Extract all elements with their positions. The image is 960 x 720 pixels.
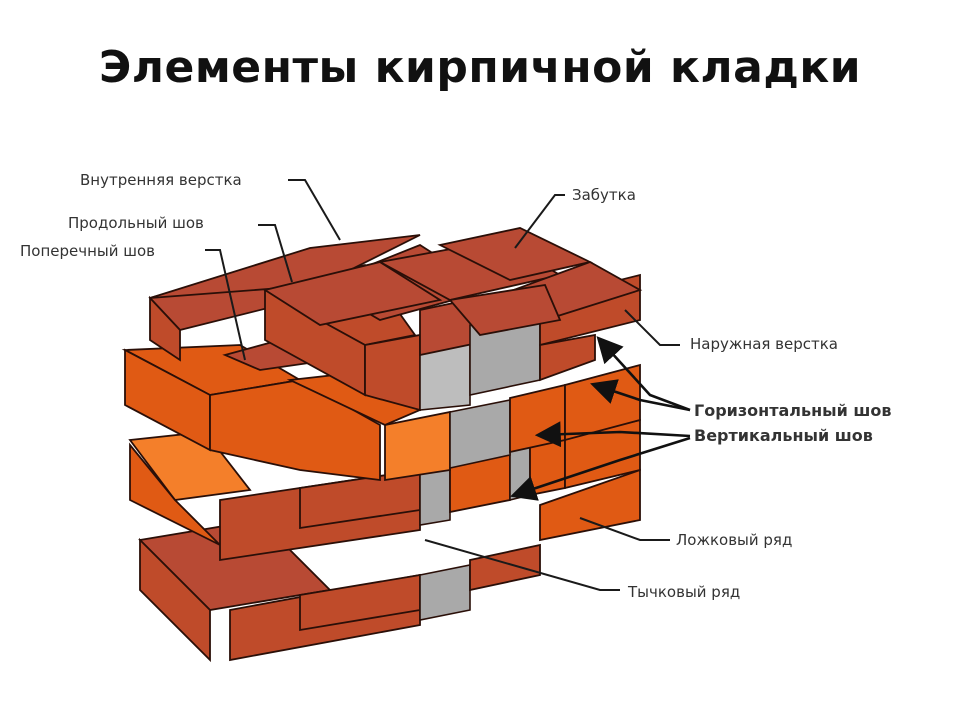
- label-header-row: Тычковый ряд: [627, 583, 740, 601]
- page-title: Элементы кирпичной кладки: [98, 42, 862, 93]
- label-horizontal-joint: Горизонтальный шов: [694, 401, 892, 420]
- label-transverse-joint: Поперечный шов: [20, 242, 155, 260]
- label-longitudinal-joint: Продольный шов: [68, 214, 204, 232]
- label-infill: Забутка: [572, 186, 636, 204]
- label-vertical-joint: Вертикальный шов: [694, 426, 873, 445]
- label-inner-facing: Внутренняя верстка: [80, 171, 242, 189]
- bottom-course: [138, 519, 541, 663]
- label-outer-facing: Наружная верстка: [690, 335, 838, 353]
- label-stretcher-row: Ложковый ряд: [676, 531, 792, 549]
- leader-lines: [205, 179, 691, 591]
- top-course: [149, 227, 643, 336]
